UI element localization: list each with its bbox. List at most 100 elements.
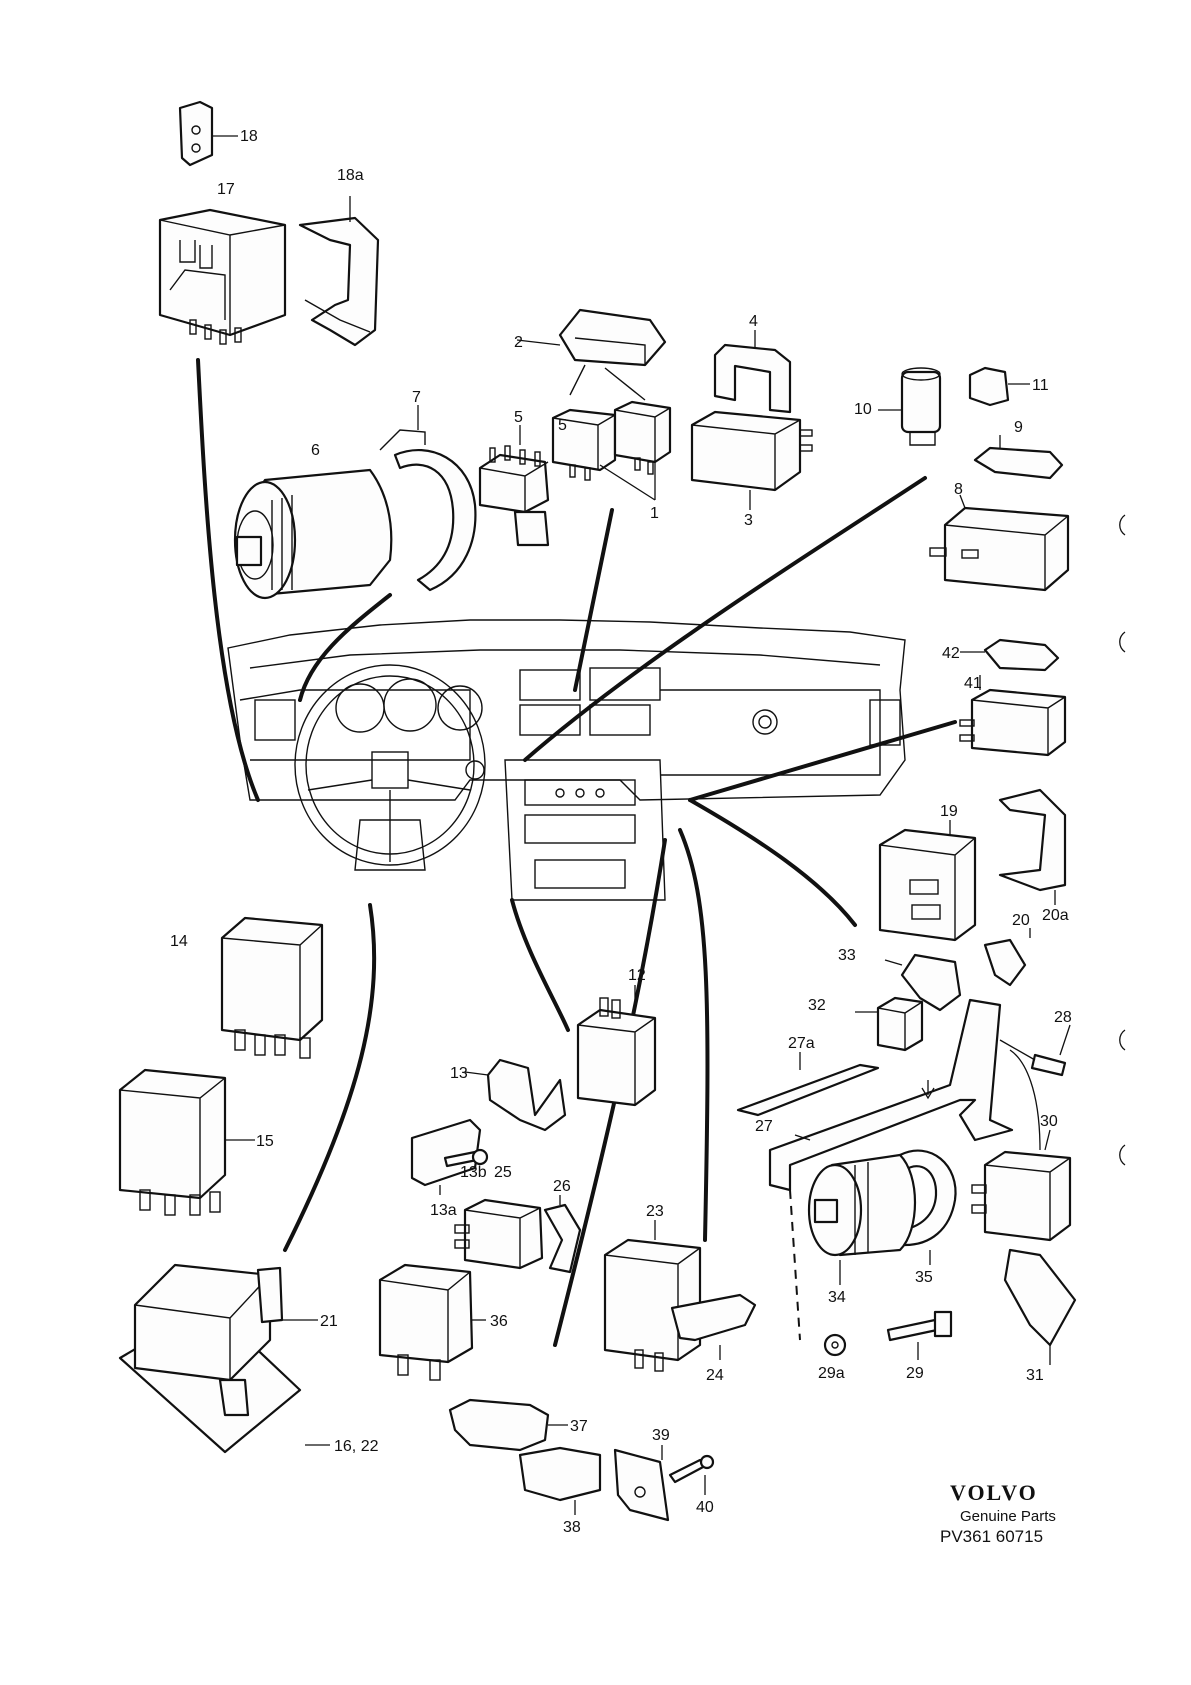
part-13b-screw bbox=[443, 1148, 489, 1168]
part-36-relay bbox=[378, 1263, 486, 1381]
volvo-logo: VOLVO bbox=[950, 1480, 1038, 1505]
part-14-relay bbox=[220, 916, 324, 1059]
part-15-relay bbox=[118, 1068, 255, 1216]
label-29: 29 bbox=[906, 1365, 924, 1382]
label-34: 34 bbox=[828, 1289, 846, 1306]
label-20a: 20a bbox=[1042, 907, 1069, 924]
part-13a-plate bbox=[410, 1118, 482, 1195]
label-28: 28 bbox=[1054, 1009, 1072, 1026]
label-40: 40 bbox=[696, 1499, 714, 1516]
part-18-bracket bbox=[178, 100, 238, 167]
part-18a-bracket bbox=[298, 196, 380, 347]
label-42: 42 bbox=[942, 645, 960, 662]
part-37-bracket bbox=[448, 1398, 568, 1452]
part-34-cylinder bbox=[807, 1153, 916, 1285]
label-29a: 29a bbox=[818, 1365, 845, 1382]
label-26: 26 bbox=[553, 1178, 571, 1195]
label-27: 27 bbox=[755, 1118, 773, 1135]
part-41-relay bbox=[959, 675, 1067, 757]
assembly-arrow-27 bbox=[921, 1080, 935, 1100]
label-5b: 5 bbox=[558, 417, 567, 434]
part-42-bracket bbox=[960, 638, 1060, 672]
diagram-reference: PV361 60715 bbox=[940, 1527, 1044, 1546]
part-4-bracket bbox=[713, 330, 792, 414]
part-7-clamp bbox=[379, 405, 477, 592]
part-13-bracket bbox=[464, 1058, 567, 1132]
dashboard-illustration bbox=[227, 619, 906, 901]
label-18a: 18a bbox=[337, 167, 364, 184]
label-8: 8 bbox=[954, 481, 963, 498]
label-4: 4 bbox=[749, 313, 758, 330]
part-25-relay bbox=[454, 1198, 544, 1270]
label-20: 20 bbox=[1012, 912, 1030, 929]
label-24: 24 bbox=[706, 1367, 724, 1384]
part-2-cover bbox=[516, 308, 667, 401]
label-32: 32 bbox=[808, 997, 826, 1014]
label-16-22: 16, 22 bbox=[334, 1438, 379, 1455]
part-29a-washer bbox=[823, 1333, 847, 1357]
part-1-relays bbox=[551, 400, 672, 501]
label-27a: 27a bbox=[788, 1035, 815, 1052]
part-9-bracket bbox=[973, 435, 1064, 480]
label-14: 14 bbox=[170, 933, 188, 950]
label-39: 39 bbox=[652, 1427, 670, 1444]
label-12: 12 bbox=[628, 967, 646, 984]
part-23-relay bbox=[603, 1220, 702, 1372]
label-19: 19 bbox=[940, 803, 958, 820]
part-30-relay bbox=[971, 1129, 1072, 1242]
label-11: 11 bbox=[1032, 377, 1049, 394]
part-17-relay bbox=[158, 208, 287, 345]
part-26-bracket bbox=[543, 1195, 582, 1274]
label-41: 41 bbox=[964, 675, 982, 692]
label-35: 35 bbox=[915, 1269, 933, 1286]
label-38: 38 bbox=[563, 1519, 581, 1536]
part-28-bolt bbox=[999, 1024, 1071, 1077]
part-24-bracket bbox=[670, 1293, 757, 1360]
part-31-bracket bbox=[1003, 1248, 1077, 1365]
part-27a-strip bbox=[736, 1052, 880, 1117]
label-13: 13 bbox=[450, 1065, 468, 1082]
part-27-bracket bbox=[768, 998, 1014, 1192]
label-18: 18 bbox=[240, 128, 258, 145]
assembly-arrow-30 bbox=[1009, 1049, 1041, 1151]
part-8-relay bbox=[929, 494, 1070, 592]
label-13b: 13b bbox=[460, 1164, 487, 1181]
label-7: 7 bbox=[412, 389, 421, 406]
label-3: 3 bbox=[744, 512, 753, 529]
part-11-clip bbox=[968, 366, 1030, 407]
part-39-plate bbox=[613, 1445, 670, 1522]
brand-block: VOLVO Genuine Parts PV361 60715 bbox=[940, 1480, 1120, 1547]
part-40-screw bbox=[668, 1454, 715, 1495]
label-10: 10 bbox=[854, 401, 872, 418]
label-21: 21 bbox=[320, 1313, 338, 1330]
label-15: 15 bbox=[256, 1133, 274, 1150]
label-5: 5 bbox=[514, 409, 523, 426]
label-13a: 13a bbox=[430, 1202, 457, 1219]
part-29-bolt bbox=[886, 1310, 953, 1360]
label-23: 23 bbox=[646, 1203, 664, 1220]
part-10-capacitor bbox=[878, 367, 942, 446]
label-17: 17 bbox=[217, 181, 235, 198]
assembly-dash-line bbox=[789, 1189, 801, 1341]
label-30: 30 bbox=[1040, 1113, 1058, 1130]
label-36: 36 bbox=[490, 1313, 508, 1330]
leader-lines bbox=[196, 358, 957, 1347]
part-32-relay bbox=[855, 996, 924, 1052]
part-5-relay bbox=[478, 425, 550, 547]
label-37: 37 bbox=[570, 1418, 588, 1435]
label-2: 2 bbox=[514, 334, 523, 351]
brand-subtitle: Genuine Parts bbox=[960, 1508, 1056, 1525]
part-20a-bracket bbox=[998, 788, 1067, 905]
label-25: 25 bbox=[494, 1164, 512, 1181]
part-19-relay bbox=[878, 820, 977, 942]
part-12-relay bbox=[576, 985, 657, 1107]
label-9: 9 bbox=[1014, 419, 1023, 436]
label-6: 6 bbox=[311, 442, 320, 459]
margin-marks bbox=[1119, 514, 1126, 1166]
part-38-bracket bbox=[518, 1446, 602, 1515]
label-1: 1 bbox=[650, 505, 659, 522]
part-21-unit bbox=[133, 1263, 318, 1417]
label-33: 33 bbox=[838, 947, 856, 964]
label-31: 31 bbox=[1026, 1367, 1044, 1384]
